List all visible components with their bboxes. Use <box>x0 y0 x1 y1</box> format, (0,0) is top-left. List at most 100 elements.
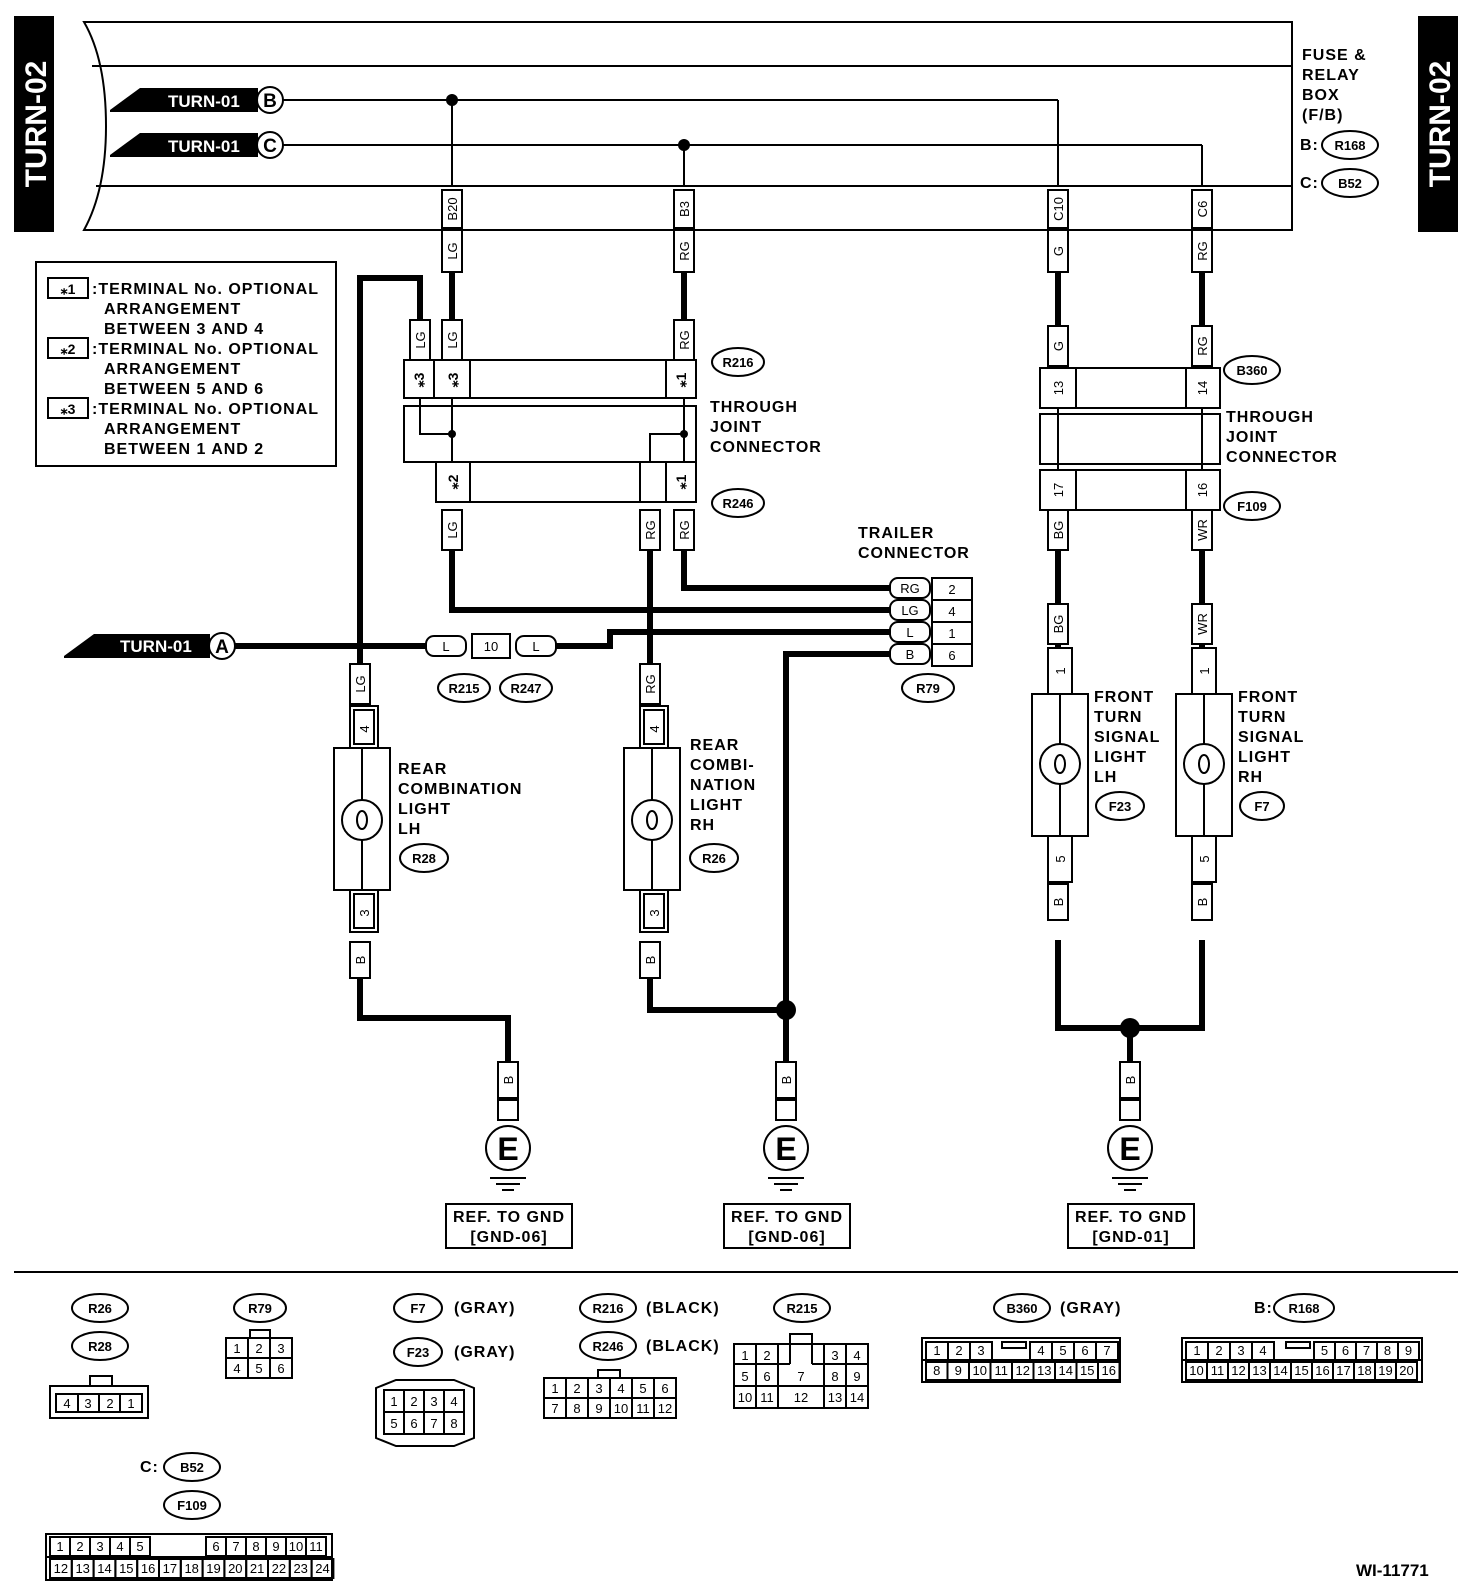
pin-number: 12 <box>54 1561 68 1576</box>
wire-label-joint-lg-b: LG <box>441 319 463 361</box>
pin-number: 16 <box>141 1561 155 1576</box>
svg-text:C6: C6 <box>1195 201 1210 218</box>
svg-text:B: B <box>1195 898 1210 907</box>
svg-text:COMBI-: COMBI- <box>690 757 755 774</box>
svg-text:6: 6 <box>277 1361 284 1376</box>
svg-text:RG: RG <box>900 581 920 596</box>
svg-text::TERMINAL No. OPTIONAL: :TERMINAL No. OPTIONAL <box>92 341 319 358</box>
svg-text:REF. TO GND: REF. TO GND <box>453 1209 565 1226</box>
f23-badge: F23 <box>1109 799 1131 814</box>
pin-cell <box>1251 1341 1275 1361</box>
svg-text:11: 11 <box>760 1390 774 1405</box>
svg-text:R216: R216 <box>592 1301 623 1316</box>
pin-number: 9 <box>1405 1343 1412 1358</box>
pin-number: 2 <box>76 1539 83 1554</box>
svg-text:6: 6 <box>948 648 955 663</box>
pin-number: 9 <box>955 1363 962 1378</box>
svg-text:WR: WR <box>1195 613 1210 635</box>
svg-text:RG: RG <box>1195 336 1210 356</box>
svg-text:3: 3 <box>84 1396 91 1411</box>
svg-text:3: 3 <box>595 1381 602 1396</box>
svg-text:1: 1 <box>741 1348 748 1363</box>
pin-number: 10 <box>1189 1363 1203 1378</box>
svg-text:4: 4 <box>948 604 955 619</box>
trailer-connector: TRAILER CONNECTOR RG LG L B 2 4 1 6 R79 <box>858 525 973 703</box>
svg-text:6: 6 <box>763 1369 770 1384</box>
pinout-r215: R215 1 2 3 4 5 6 7 8 9 10 11 12 13 14 <box>733 1293 869 1409</box>
svg-text:CONNECTOR: CONNECTOR <box>858 545 970 562</box>
svg-text:B360: B360 <box>1006 1301 1037 1316</box>
svg-text:BETWEEN 3 AND 4: BETWEEN 3 AND 4 <box>104 321 264 338</box>
pin-cell <box>310 1558 335 1579</box>
pinout-b52-f109: C: B52 F109 <box>45 1452 333 1581</box>
svg-text:G: G <box>1051 246 1066 256</box>
svg-text:CONNECTOR: CONNECTOR <box>710 439 822 456</box>
svg-text:5: 5 <box>255 1361 262 1376</box>
svg-text:1: 1 <box>127 1396 134 1411</box>
pin-number: 6 <box>1342 1343 1349 1358</box>
svg-text:R79: R79 <box>248 1301 272 1316</box>
svg-text:LIGHT: LIGHT <box>398 801 451 818</box>
svg-text:THROUGH: THROUGH <box>1226 409 1314 426</box>
svg-text:9: 9 <box>595 1401 602 1416</box>
svg-text:[GND-06]: [GND-06] <box>470 1229 547 1246</box>
svg-text:13: 13 <box>828 1390 842 1405</box>
pin-number: 1 <box>56 1539 63 1554</box>
svg-text:R246: R246 <box>592 1339 623 1354</box>
svg-text:SIGNAL: SIGNAL <box>1238 729 1304 746</box>
r246-pin-2: ⁎1 <box>673 474 689 489</box>
svg-text:5: 5 <box>741 1369 748 1384</box>
r216-pin-2: ⁎3 <box>445 372 461 387</box>
pin-number: 14 <box>1059 1363 1073 1378</box>
svg-text:R247: R247 <box>510 681 541 696</box>
pin-number: 13 <box>1252 1363 1266 1378</box>
svg-text:FRONT: FRONT <box>1238 689 1298 706</box>
wire-label-front-rh-b: B <box>1191 883 1213 921</box>
wire-label-rear-rh-rg: RG <box>639 663 661 705</box>
svg-text:LH: LH <box>398 821 421 838</box>
pin-number: 11 <box>1211 1363 1225 1378</box>
pinout-r216-r246: R216 (BLACK) R246 (BLACK) 1 2 3 4 5 6 7 … <box>543 1293 719 1419</box>
wire-label-front-rh-wr: WR <box>1191 603 1213 645</box>
svg-text:4: 4 <box>647 725 662 732</box>
pin-number: 6 <box>1081 1343 1088 1358</box>
svg-text:CONNECTOR: CONNECTOR <box>1226 449 1338 466</box>
svg-text:COMBINATION: COMBINATION <box>398 781 522 798</box>
svg-text:L: L <box>906 625 913 640</box>
svg-text:10: 10 <box>614 1401 628 1416</box>
svg-text:3: 3 <box>277 1341 284 1356</box>
pin-number: 19 <box>206 1561 220 1576</box>
pinout-f7-f23: F7 (GRAY) F23 (GRAY) 1 2 3 4 5 6 7 8 <box>375 1293 514 1447</box>
svg-text:RG: RG <box>677 520 692 540</box>
r246-pin-1: ⁎2 <box>445 474 461 489</box>
svg-text:2: 2 <box>948 582 955 597</box>
svg-text:WR: WR <box>1195 519 1210 541</box>
pinout-r26-r28: R26 R28 4 3 2 1 <box>49 1293 149 1419</box>
svg-text:7: 7 <box>430 1416 437 1431</box>
ground-2: B E REF. TO GND [GND-06] <box>723 1061 851 1249</box>
svg-text:BG: BG <box>1051 615 1066 634</box>
b360-badge: B360 <box>1236 363 1267 378</box>
f109-pin-17: 17 <box>1051 483 1066 497</box>
wire-label-f109-bg: BG <box>1047 509 1069 551</box>
svg-text:BETWEEN 5 AND 6: BETWEEN 5 AND 6 <box>104 381 264 398</box>
pin-cell <box>305 1536 327 1557</box>
svg-text:1: 1 <box>948 626 955 641</box>
svg-text:FRONT: FRONT <box>1094 689 1154 706</box>
r79-badge: R79 <box>916 681 940 696</box>
svg-text:B: B <box>643 956 658 965</box>
f109-pin-16: 16 <box>1195 483 1210 497</box>
pin-number: 11 <box>995 1363 1009 1378</box>
svg-text:F7: F7 <box>410 1301 425 1316</box>
pin-number: 8 <box>933 1363 940 1378</box>
r216-pin-1: ⁎3 <box>411 372 427 387</box>
pin-number: 12 <box>1231 1363 1245 1378</box>
svg-text:4: 4 <box>853 1348 860 1363</box>
svg-text:TURN-01: TURN-01 <box>120 637 192 656</box>
svg-text:G: G <box>1051 341 1066 351</box>
svg-text:LG: LG <box>445 331 460 348</box>
svg-text:B3: B3 <box>677 201 692 217</box>
